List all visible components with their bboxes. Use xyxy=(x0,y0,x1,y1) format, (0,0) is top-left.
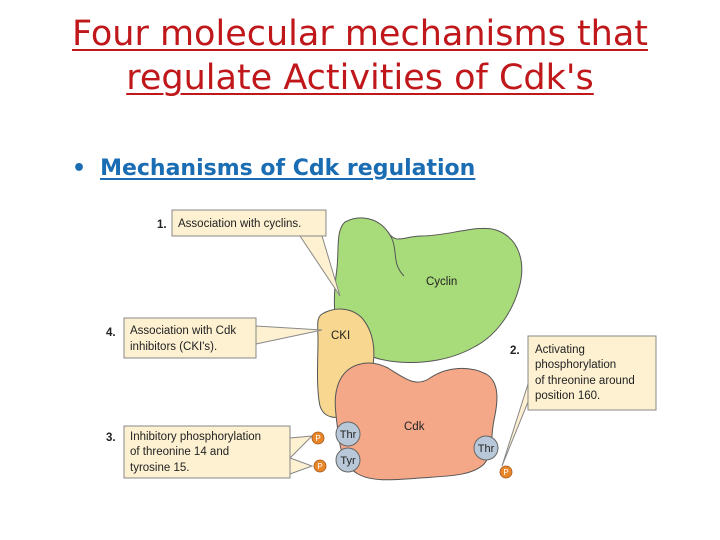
callout-4-pointer xyxy=(255,325,323,345)
callout-3-pointer-b xyxy=(289,457,314,475)
phosphate-thr160-label: P xyxy=(503,468,508,477)
cyclin-groove xyxy=(387,231,405,277)
callout-2-text-line-1: Activating xyxy=(535,344,585,356)
bullet-link[interactable]: Mechanisms of Cdk regulation xyxy=(100,156,476,181)
tyr15-label: Tyr xyxy=(340,455,356,467)
cyclin-shape xyxy=(333,217,523,363)
cyclin-label: Cyclin xyxy=(426,276,457,288)
cki-label: CKI xyxy=(331,330,350,342)
callout-1-text-line-1: Association with cyclins. xyxy=(178,218,301,230)
title-line-1: Four molecular mechanisms that xyxy=(71,14,649,54)
phosphate-tyr15-label: P xyxy=(317,462,322,471)
callout-3-text-line-2: of threonine 14 and xyxy=(130,446,229,458)
thr14-residue: Thr xyxy=(335,421,361,447)
callout-2-text-line-4: position 160. xyxy=(535,390,600,402)
callout-1: 1. Association with cyclins. xyxy=(157,209,341,297)
title-line-2: regulate Activities of Cdk's xyxy=(126,58,594,98)
phosphate-thr160: P xyxy=(499,465,513,479)
phosphate-tyr15: P xyxy=(313,459,327,473)
bullet-dot-icon: • xyxy=(72,156,87,181)
callout-4-number: 4. xyxy=(106,327,116,339)
callout-3-text-line-3: tyrosine 15. xyxy=(130,462,189,474)
cdk-label: Cdk xyxy=(404,421,425,433)
thr14-label: Thr xyxy=(340,429,357,441)
callout-2-pointer xyxy=(501,383,529,467)
callout-4: 4. Association with Cdk inhibitors (CKI'… xyxy=(106,317,323,359)
callout-2-text-line-3: of threonine around xyxy=(535,375,635,387)
slide-title: Four molecular mechanisms that regulate … xyxy=(0,12,720,100)
thr160-residue: Thr xyxy=(473,435,499,461)
callout-3-pointer-a xyxy=(289,435,314,460)
callout-4-text-line-1: Association with Cdk xyxy=(130,325,236,337)
callout-2-text-line-2: phosphorylation xyxy=(535,359,616,371)
callout-3: 3. Inhibitory phosphorylation of threoni… xyxy=(106,425,314,479)
callout-3-number: 3. xyxy=(106,432,116,444)
bullet-item: • Mechanisms of Cdk regulation xyxy=(72,156,475,181)
callout-3-text-line-1: Inhibitory phosphorylation xyxy=(130,431,261,443)
thr160-label: Thr xyxy=(478,443,495,455)
callout-1-number: 1. xyxy=(157,219,167,231)
phosphate-thr14: P xyxy=(311,431,325,445)
callout-2: 2. Activating phosphorylation of threoni… xyxy=(501,335,657,467)
tyr15-residue: Tyr xyxy=(335,447,361,473)
callout-4-text-line-2: inhibitors (CKI's). xyxy=(130,341,217,353)
phosphate-thr14-label: P xyxy=(315,434,320,443)
callout-1-pointer xyxy=(299,235,341,297)
callout-2-number: 2. xyxy=(510,345,520,357)
